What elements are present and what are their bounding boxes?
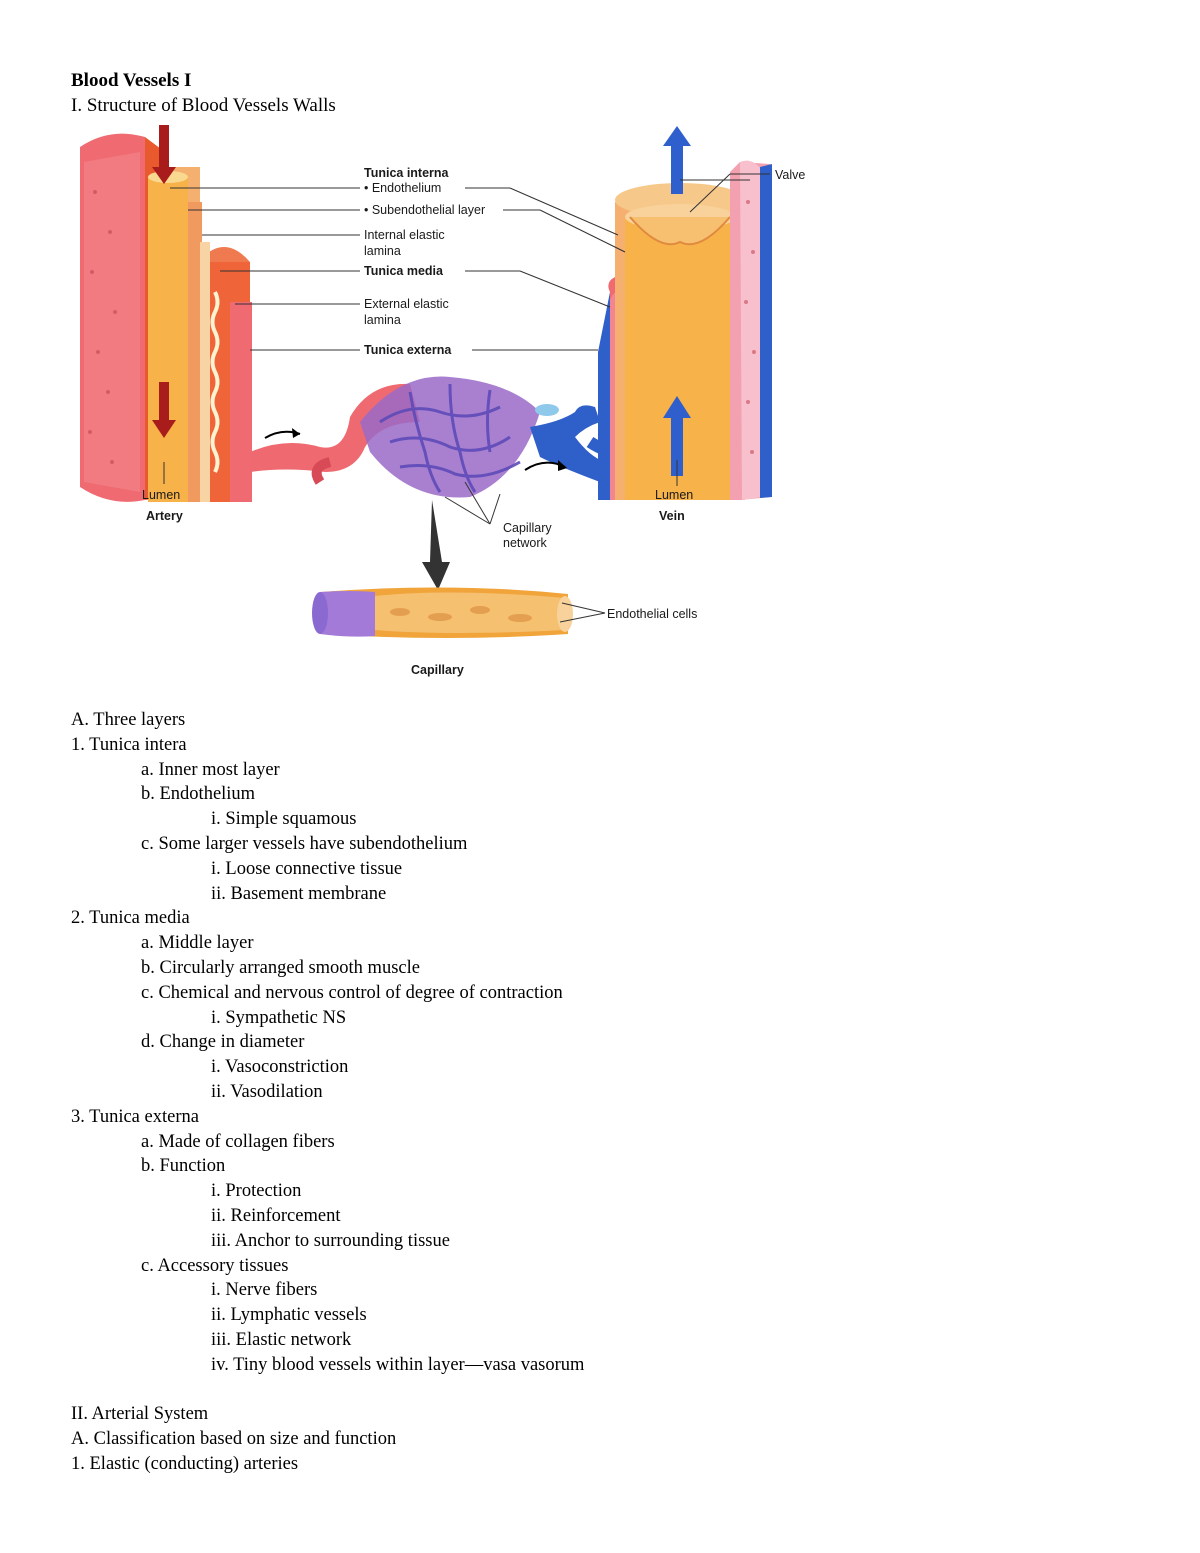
vein-illustration	[598, 126, 772, 500]
section-heading: I. Structure of Blood Vessels Walls	[71, 95, 336, 116]
outline-item: i. Loose connective tissue	[211, 858, 403, 879]
outline-item: a. Inner most layer	[141, 759, 280, 780]
outline-item: c. Chemical and nervous control of degre…	[141, 982, 563, 1003]
label-endothelium: • Endothelium	[364, 181, 441, 195]
label-lumen-vein: Lumen	[655, 488, 693, 502]
label-tunica-externa: Tunica externa	[364, 343, 452, 357]
outline-item: II. Arterial System	[71, 1404, 209, 1425]
outline-item: 2. Tunica media	[71, 908, 190, 929]
label-tunica-interna: Tunica interna	[364, 166, 450, 180]
outline-item: i. Sympathetic NS	[211, 1007, 347, 1028]
outline-item: i. Vasoconstriction	[211, 1057, 349, 1078]
outline-item: iv. Tiny blood vessels within layer—vasa…	[211, 1354, 585, 1375]
label-external-elastic-lamina-2: lamina	[364, 313, 401, 327]
outline-item: iii. Anchor to surrounding tissue	[211, 1230, 450, 1251]
outline-item: 3. Tunica externa	[71, 1106, 199, 1127]
leader-lines	[163, 173, 770, 623]
outline-item: ii. Basement membrane	[211, 883, 387, 904]
label-artery: Artery	[146, 509, 183, 523]
outline-item: ii. Lymphatic vessels	[211, 1305, 367, 1326]
label-endothelial-cells: Endothelial cells	[607, 607, 697, 621]
label-capillary: Capillary	[411, 663, 464, 677]
outline-item: c. Some larger vessels have subendotheli…	[141, 833, 468, 854]
outline-item: 1. Tunica intera	[71, 734, 187, 755]
document-title: Blood Vessels I	[71, 70, 192, 91]
label-lumen-artery: Lumen	[142, 488, 180, 502]
label-capillary-network-2: network	[503, 536, 548, 550]
blank-line	[71, 1378, 1071, 1403]
outline-item: iii. Elastic network	[211, 1329, 352, 1350]
artery-illustration	[80, 125, 252, 502]
outline-item: b. Function	[141, 1156, 226, 1177]
capillary-illustration	[312, 587, 573, 638]
outline-item: ii. Reinforcement	[211, 1205, 341, 1226]
label-vein: Vein	[659, 509, 685, 523]
outline-item: ii. Vasodilation	[211, 1081, 323, 1102]
label-tunica-media: Tunica media	[364, 264, 444, 278]
outline-item: c. Accessory tissues	[141, 1255, 289, 1276]
label-internal-elastic-lamina: Internal elastic	[364, 228, 445, 242]
outline-item: i. Nerve fibers	[211, 1280, 318, 1301]
capillary-network-illustration	[250, 376, 619, 590]
outline-item: a. Made of collagen fibers	[141, 1131, 335, 1152]
outline-item: A. Classification based on size and func…	[71, 1429, 397, 1450]
outline-item: A. Three layers	[71, 710, 186, 730]
label-valve: Valve	[775, 168, 805, 182]
outline-item: d. Change in diameter	[141, 1032, 305, 1053]
outline-item: b. Circularly arranged smooth muscle	[141, 957, 420, 978]
outline-item: a. Middle layer	[141, 933, 254, 954]
label-internal-elastic-lamina-2: lamina	[364, 244, 401, 258]
outline-item: b. Endothelium	[141, 784, 256, 805]
label-capillary-network: Capillary	[503, 521, 552, 535]
label-external-elastic-lamina: External elastic	[364, 297, 449, 311]
outline-item: 1. Elastic (conducting) arteries	[71, 1453, 299, 1474]
outline-item: i. Simple squamous	[211, 809, 357, 830]
blood-vessel-diagram: Tunica interna • Endothelium • Subendoth…	[80, 125, 805, 677]
outline-list: A. Three layers 1. Tunica intera a. Inner …	[71, 708, 1071, 1477]
outline-item: i. Protection	[211, 1181, 302, 1202]
label-subendothelial-layer: • Subendothelial layer	[364, 203, 485, 217]
